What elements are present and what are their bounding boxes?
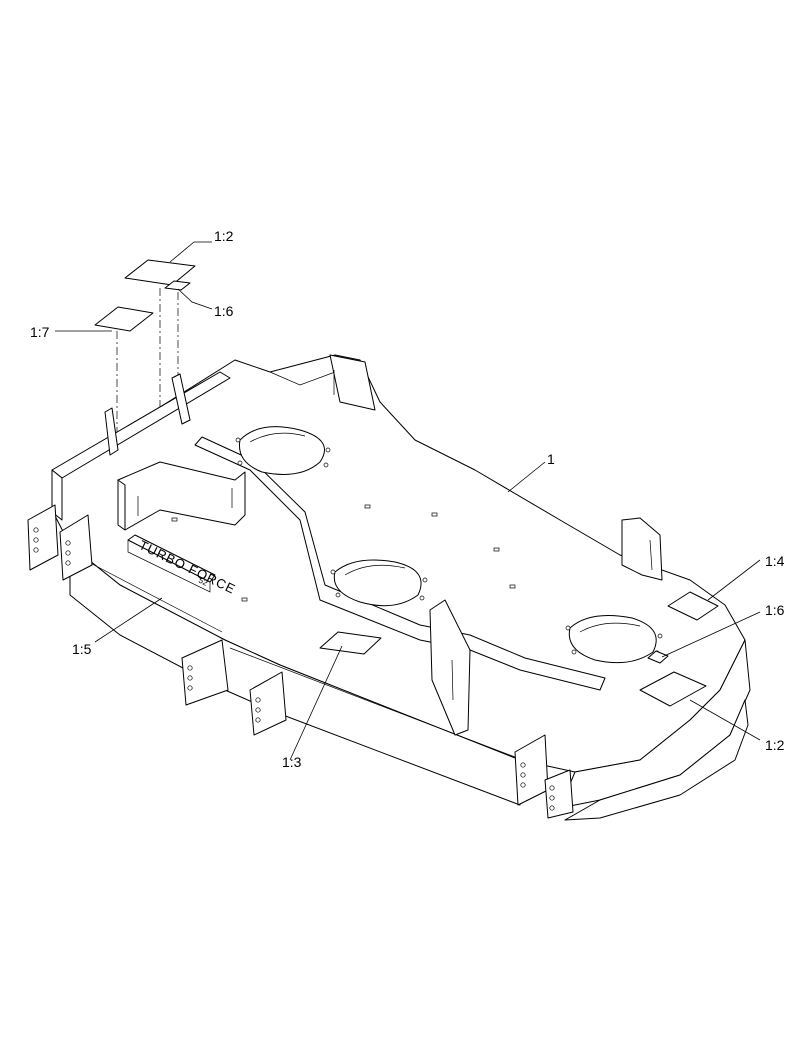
decal-1-2-top [124,259,196,286]
callout-1-4: 1:4 [765,553,785,569]
front-bracket-3 [181,639,229,706]
front-bracket-2 [59,514,93,581]
front-bracket-right [544,769,574,819]
brand-decal-size: 52 [197,576,209,588]
callout-1-7: 1:7 [30,324,50,340]
callout-1: 1 [547,451,555,467]
mower-deck: TURBO FORCE 52 [27,354,751,821]
callout-1-2-top: 1:2 [214,228,234,244]
callout-1-3: 1:3 [282,754,302,770]
decal-1-7 [94,306,154,332]
callout-1-6-top: 1:6 [214,303,234,319]
front-bracket-4 [249,671,287,736]
front-bracket-left [27,504,59,571]
callout-1-5: 1:5 [72,641,92,657]
callout-1-2-right: 1:2 [765,737,785,753]
callout-1-6-right: 1:6 [765,602,785,618]
decal-1-6-top [164,280,191,291]
